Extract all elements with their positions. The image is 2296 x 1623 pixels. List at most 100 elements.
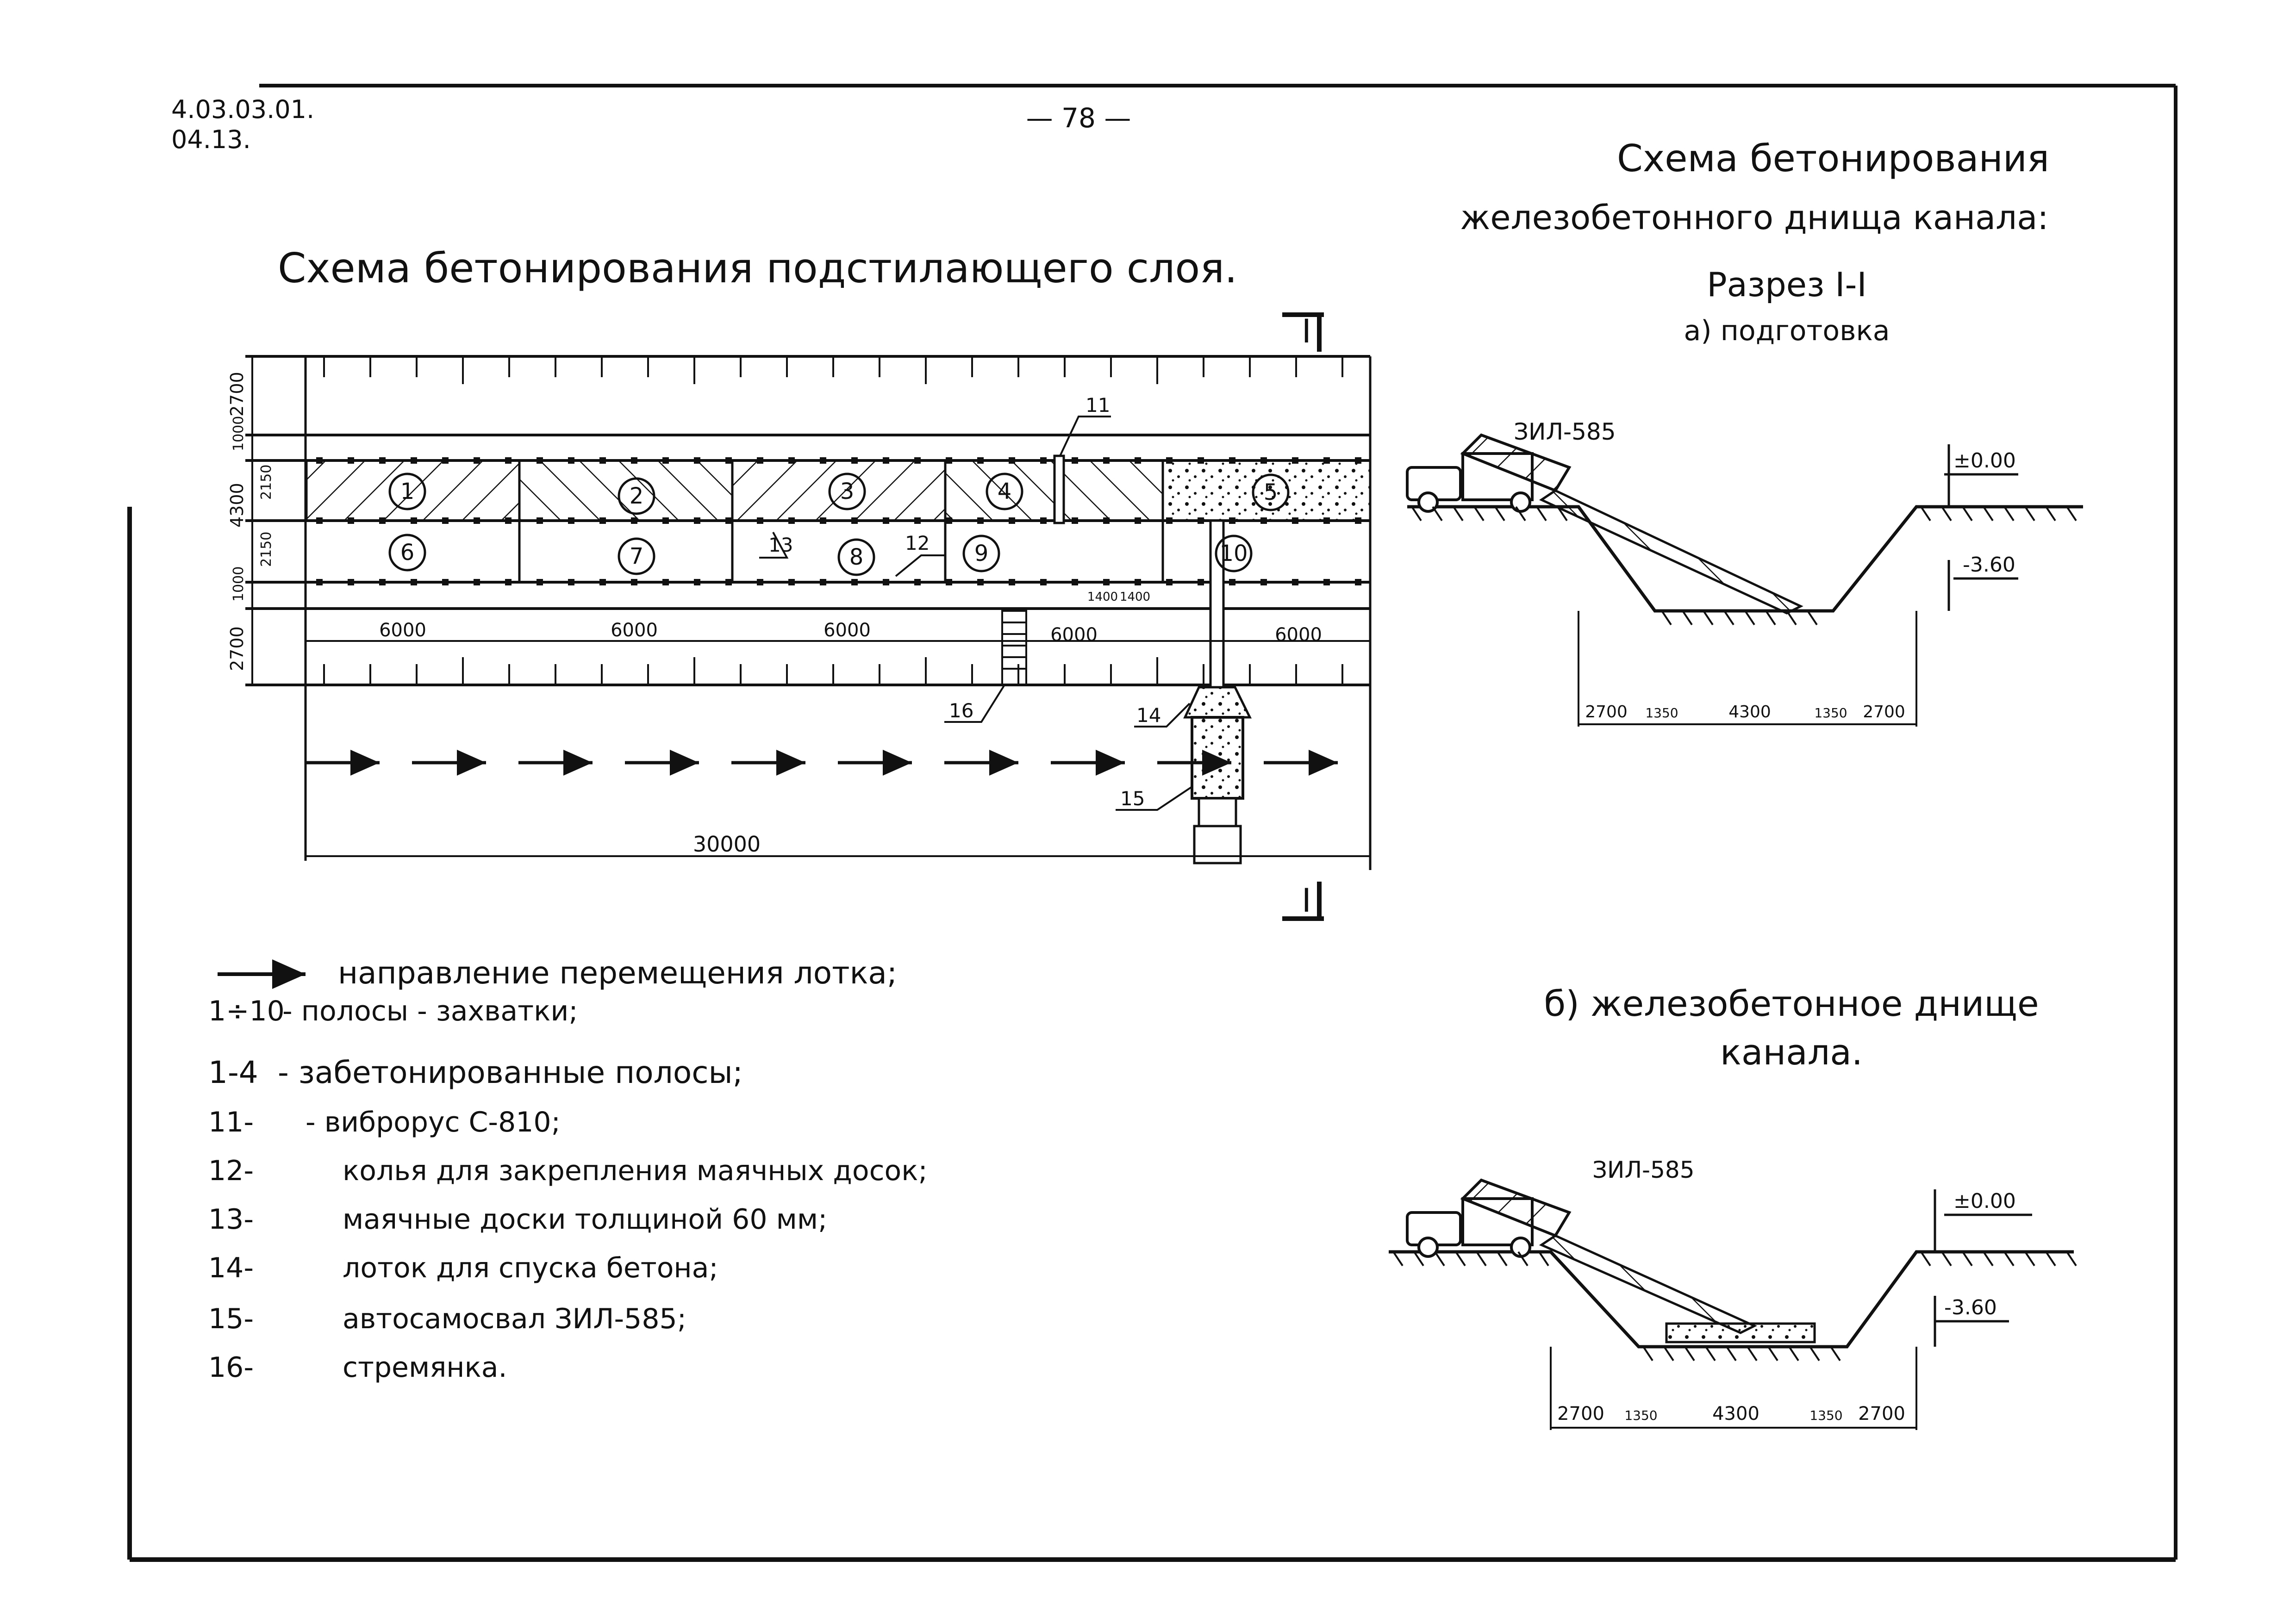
- right-scheme-headings: Схема бетонирования железобетонного днищ…: [1460, 137, 2049, 1073]
- dim-b-5: 2700: [1858, 1403, 1905, 1424]
- overall-length: 30000: [693, 832, 761, 857]
- dim-b-3: 4300: [1712, 1403, 1759, 1424]
- ground-hatch: [1536, 506, 1547, 522]
- legend-text-2: - полосы - захватки;: [282, 995, 578, 1027]
- legend-key-3: 1-4: [208, 1055, 258, 1090]
- stake-mark: [411, 457, 417, 464]
- stake-mark: [411, 517, 417, 524]
- ground-hatch: [1747, 1346, 1758, 1362]
- strip-number-circle: [986, 473, 1023, 510]
- section-mark-top: I: [1282, 312, 1324, 352]
- legend-text-1: направление перемещения лотка;: [338, 955, 897, 991]
- stake-mark: [1166, 457, 1173, 464]
- ground-hatch: [1705, 1346, 1716, 1362]
- stake-mark: [914, 579, 921, 585]
- bay-width-5: 6000: [1275, 624, 1322, 646]
- callout-13-leader: [759, 532, 789, 559]
- stake-mark: [851, 579, 858, 585]
- legend-text-5: колья для закрепления маячных досок;: [343, 1155, 928, 1187]
- strip-number-circle: [1215, 535, 1253, 572]
- stake-mark: [914, 457, 921, 464]
- ground-hatch: [2024, 506, 2035, 522]
- stake-mark: [788, 579, 795, 585]
- stake-mark: [725, 457, 732, 464]
- strip-number-circle: [388, 534, 426, 572]
- dim-a-2: 1350: [1645, 705, 1678, 721]
- stake-mark: [1103, 517, 1110, 524]
- callout-14-leader: [1134, 703, 1191, 728]
- ground-hatch: [1432, 506, 1443, 522]
- ground-hatch: [1411, 506, 1422, 522]
- ground-hatch: [1962, 1251, 1973, 1267]
- stake-mark: [914, 517, 921, 524]
- stake-mark: [631, 517, 637, 524]
- section-title: Разрез I-I: [1707, 265, 1866, 304]
- ground-hatch: [1392, 1251, 1404, 1267]
- stake-mark: [1229, 457, 1235, 464]
- stake-mark: [1355, 457, 1361, 464]
- ground-hatch: [2024, 1251, 2035, 1267]
- ground-hatch: [1684, 1346, 1695, 1362]
- ground-hatch: [1557, 506, 1568, 522]
- stake-mark: [1198, 579, 1204, 585]
- level-top-b: ±0.00: [1953, 1189, 2016, 1213]
- stake-mark: [1198, 457, 1204, 464]
- stake-mark: [851, 457, 858, 464]
- stake-mark: [1229, 517, 1235, 524]
- stake-mark: [788, 457, 795, 464]
- stake-mark: [505, 517, 512, 524]
- stake-mark: [1323, 517, 1330, 524]
- stake-mark: [883, 517, 889, 524]
- stake-mark: [1166, 517, 1173, 524]
- doc-code-sheet: 04.13.: [171, 125, 251, 154]
- stake-mark: [1323, 579, 1330, 585]
- stake-mark: [1009, 457, 1015, 464]
- strip-num-6: 6: [400, 540, 415, 566]
- section-mark-top-label: I: [1302, 312, 1311, 350]
- legend-key-2: 1÷10: [208, 995, 285, 1027]
- stake-mark: [662, 579, 669, 585]
- stake-mark: [474, 579, 480, 585]
- legend-key-5: 12-: [208, 1155, 254, 1187]
- page-number: — 78 —: [1026, 102, 1131, 134]
- plan-labels: 2700 1000 2150 4300 2150 1000 2700 6000 …: [227, 372, 1322, 857]
- stake-mark: [348, 457, 354, 464]
- ground-hatch: [1494, 506, 1505, 522]
- ground-hatch: [1983, 506, 1994, 522]
- strip-num-5: 5: [1264, 479, 1278, 505]
- legend-key-4: 11-: [208, 1106, 254, 1138]
- stake-mark: [946, 457, 952, 464]
- right-title-2: железобетонного днища канала:: [1460, 198, 2048, 237]
- strip-number-circle: [828, 473, 866, 510]
- truck-label-b: ЗИЛ-585: [1592, 1157, 1695, 1183]
- ground-hatch: [1434, 1251, 1445, 1267]
- stake-mark: [1072, 517, 1078, 524]
- ground-hatch: [1830, 1346, 1841, 1362]
- bay-width-4: 6000: [1050, 624, 1098, 646]
- section-mark-bottom: I: [1282, 882, 1324, 921]
- stake-mark: [505, 457, 512, 464]
- stake-mark: [725, 517, 732, 524]
- stake-mark: [1166, 579, 1173, 585]
- truck-b: [1406, 1178, 1757, 1334]
- dim-left-2: 1000: [231, 416, 247, 451]
- strip-2: [518, 459, 734, 522]
- legend-text-3: - забетонированные полосы;: [278, 1055, 743, 1090]
- truck-label-a: ЗИЛ-585: [1514, 418, 1616, 445]
- ground-hatch: [1809, 1346, 1820, 1362]
- dim-a-1: 2700: [1585, 703, 1628, 721]
- stake-mark: [474, 517, 480, 524]
- stake-mark: [1260, 579, 1267, 585]
- dim-left-4: 4300: [227, 483, 247, 528]
- stake-mark: [599, 579, 606, 585]
- ladder: [1001, 610, 1027, 686]
- stake-mark: [977, 517, 984, 524]
- stake-mark: [883, 457, 889, 464]
- callout-16-leader: [944, 684, 1005, 723]
- ground-hatch: [1517, 1251, 1529, 1267]
- stake-mark: [1072, 579, 1078, 585]
- stake-mark: [1040, 457, 1047, 464]
- ground-hatch: [1726, 1346, 1737, 1362]
- stake-mark: [1103, 457, 1110, 464]
